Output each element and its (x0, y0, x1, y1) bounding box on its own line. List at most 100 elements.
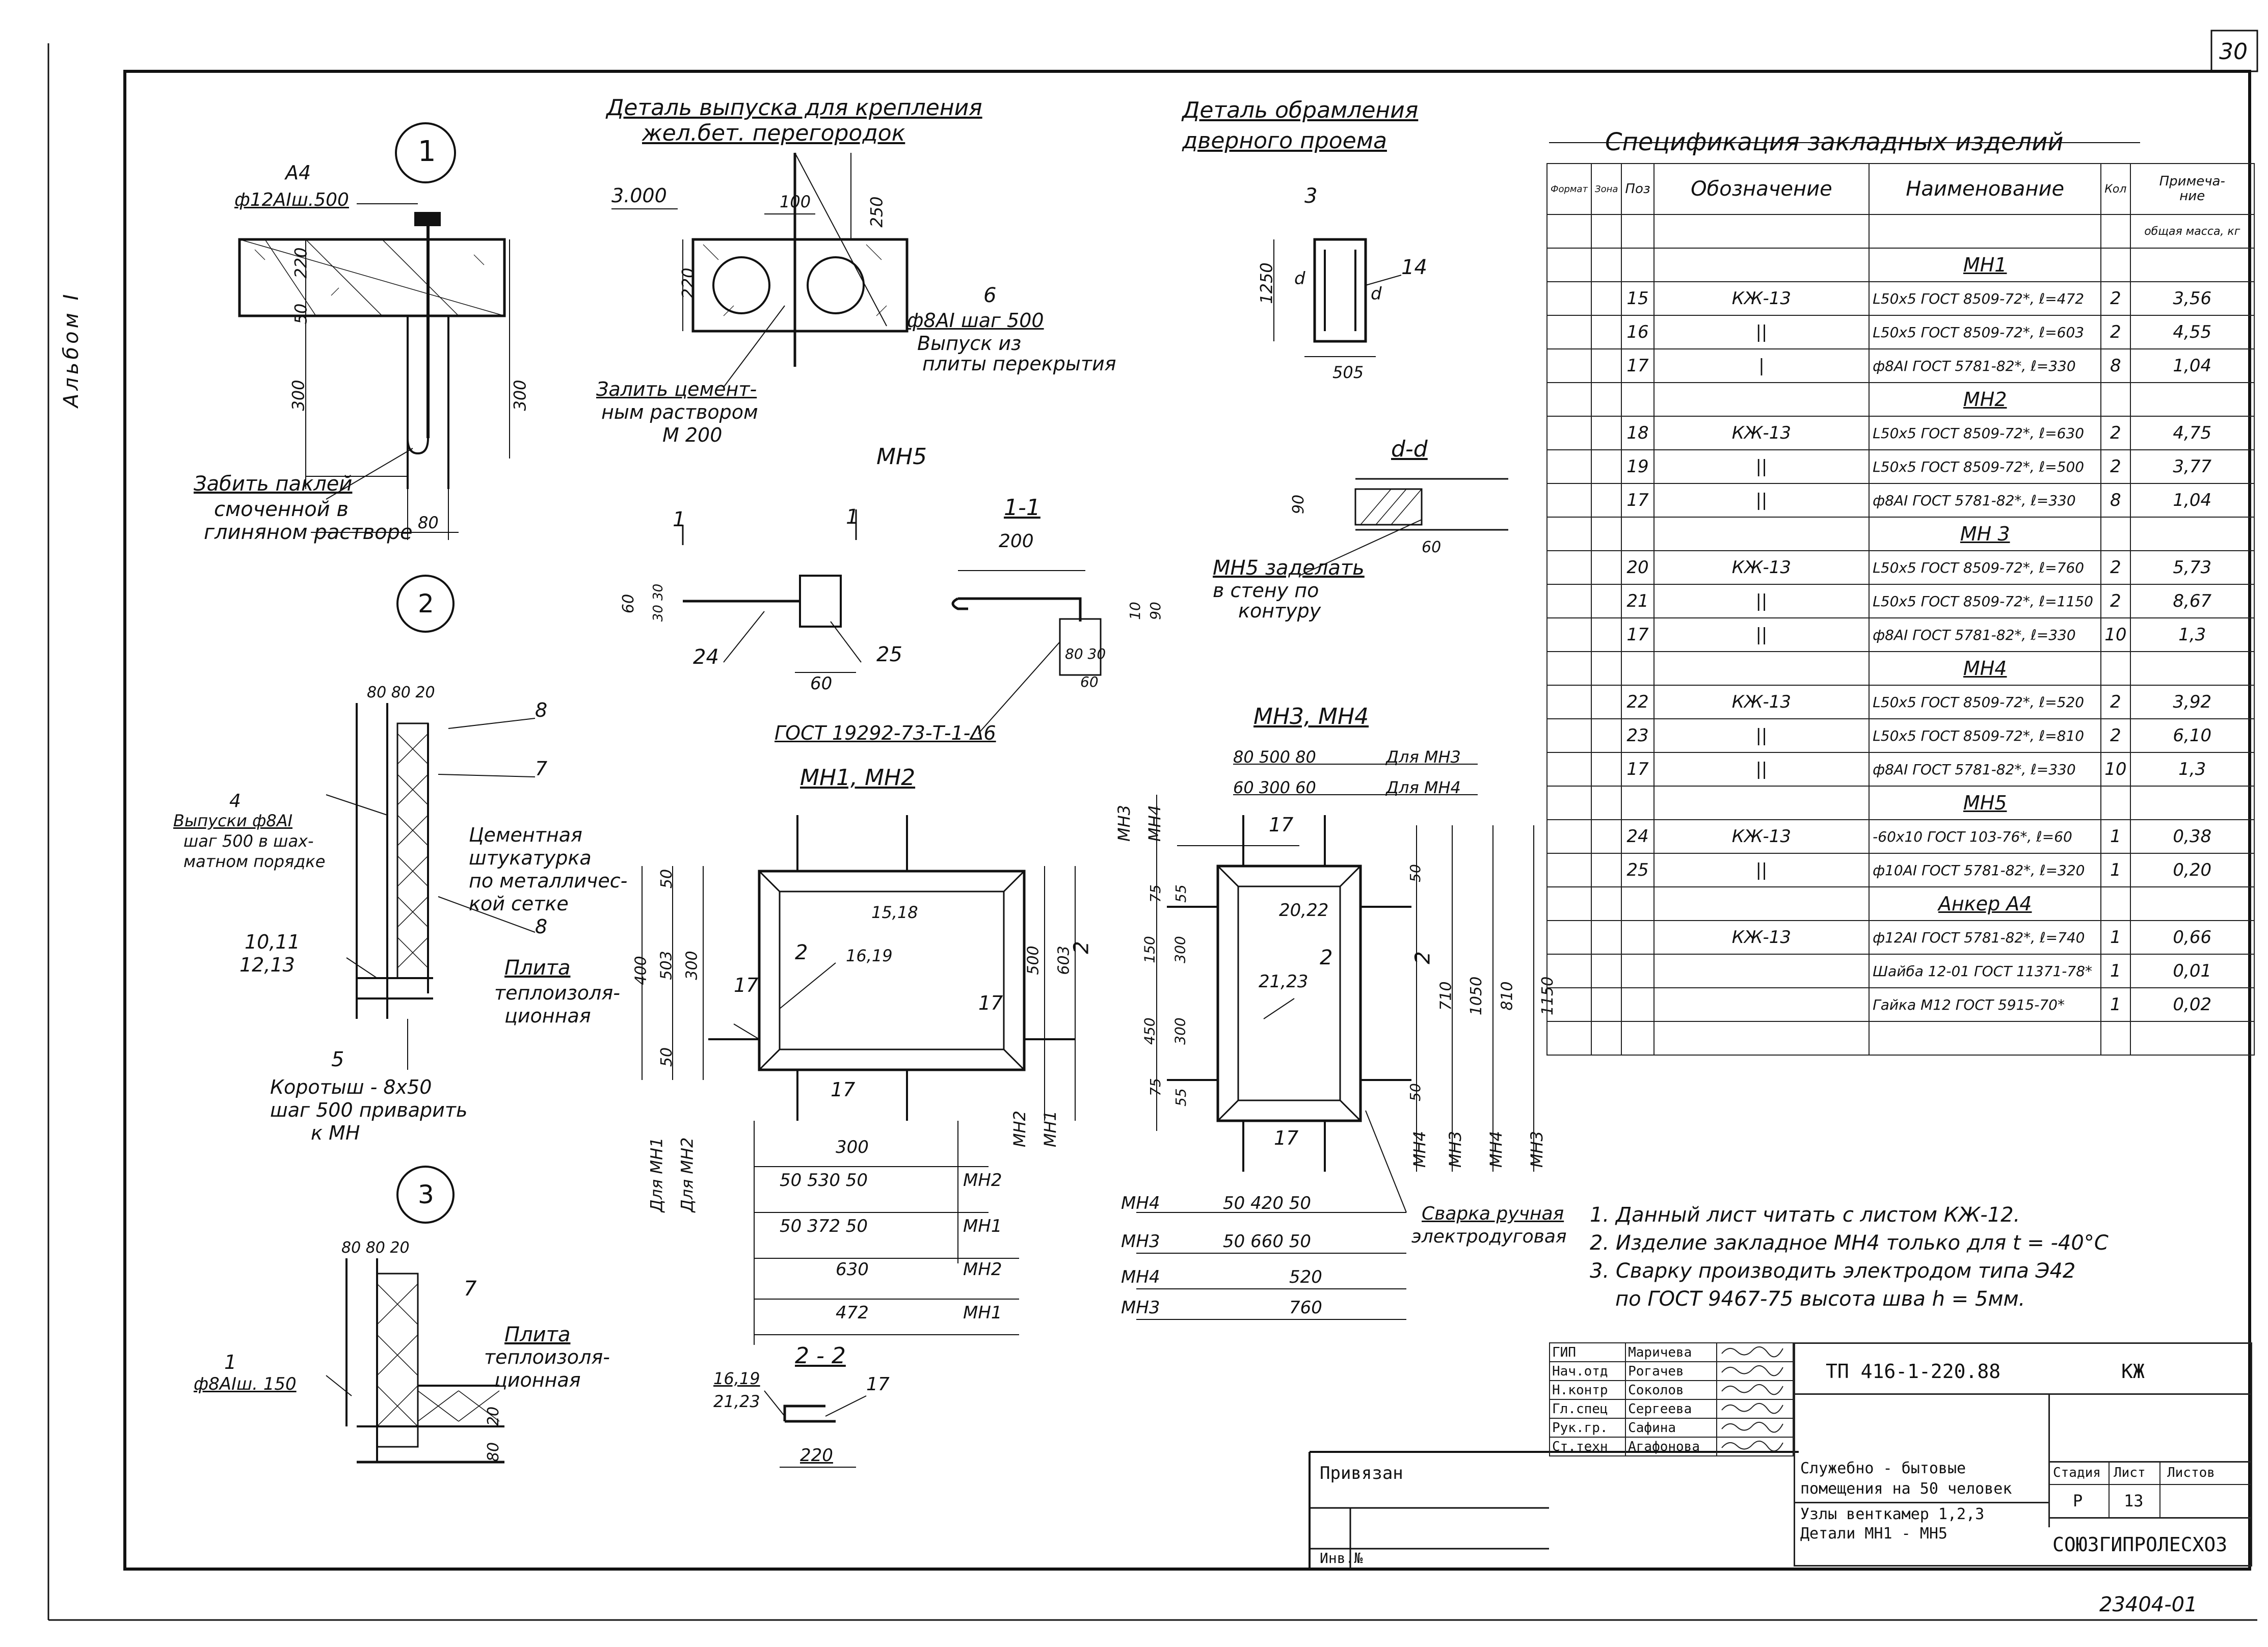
mn34-mark-2b: 2 (1411, 951, 1435, 964)
d2-stub-2: шаг 500 приварить (270, 1099, 468, 1121)
spec-mass: 1,04 (2129, 483, 2255, 518)
d3-dim-80: 80 (485, 1442, 503, 1462)
mn12-left-dim-3: 400 (632, 956, 650, 985)
spec-mass-header-row: общая масса, кг (1546, 214, 2255, 249)
outlet-title-1: Деталь выпуска для крепления (606, 95, 982, 121)
dim-300-right: 300 (510, 380, 530, 411)
d2-outlet-note-1: Выпуски ф8АI (173, 811, 293, 830)
spec-col-note: Примеча-ние (2129, 163, 2255, 215)
signer-role: Нач.отд (1549, 1361, 1626, 1381)
title-block: ТП 416-1-220.88 КЖ Служебно - бытовые по… (1794, 1342, 2252, 1567)
mn12-right-dim-0: 500 (1024, 946, 1043, 975)
spec-col-pos: Поз (1621, 163, 1655, 215)
mn5-title: МН5 (876, 444, 927, 470)
spec-item-name: Гайка М12 ГОСТ 5915-70* (1869, 987, 2102, 1022)
mn34-bottom-0-label: МН4 (1121, 1193, 1160, 1213)
mn34-left-dim-5: 300 (1171, 936, 1189, 963)
spec-pos: 17 (1621, 752, 1655, 787)
spec-qty: 2 (2100, 315, 2131, 349)
signer-name: Маричева (1625, 1342, 1718, 1362)
outlet-dim-250: 250 (867, 196, 887, 228)
mn12-pos-17a: 17 (734, 974, 759, 996)
s11-dim-200: 200 (999, 531, 1034, 552)
d2-leader-5: 5 (331, 1048, 344, 1071)
mn12-left-dim-0: 50 (658, 869, 676, 889)
spec-item-name: L50х5 ГОСТ 8509-72*, ℓ=500 (1869, 449, 2102, 484)
mn34-left-dim-2: 450 (1141, 1017, 1158, 1045)
mn12-left-dim-4: 503 (657, 951, 676, 980)
mn34-frame-outer (1216, 865, 1362, 1122)
album-label: Альбом I (60, 291, 83, 408)
spec-pos: 21 (1621, 584, 1655, 618)
spec-mass: 0,38 (2129, 819, 2255, 854)
signer-name: Рогачев (1625, 1361, 1718, 1381)
weld-note-1: Сварка ручная (1422, 1203, 1564, 1224)
project-name-2: помещения на 50 человек (1800, 1480, 2012, 1498)
spec-item-name: L50х5 ГОСТ 8509-72*, ℓ=810 (1869, 718, 2102, 753)
spec-pos: 17 (1621, 617, 1655, 652)
signer-role: Гл.спец (1549, 1399, 1626, 1419)
mn34-left-dim-1: 150 (1141, 936, 1158, 963)
signature (1716, 1437, 1794, 1456)
dd-dim-90: 90 (1290, 494, 1308, 515)
spec-group-row: Анкер А4 (1546, 886, 2255, 921)
dd-dim-60: 60 (1422, 538, 1442, 556)
spec-pos: 19 (1621, 449, 1655, 484)
mn34-right-label-3: МН3 (1527, 1130, 1547, 1168)
signature (1716, 1380, 1794, 1400)
spec-qty: 8 (2100, 483, 2131, 518)
mn5-mark-1a: 1 (673, 508, 686, 531)
spec-qty: 8 (2100, 348, 2131, 383)
door-leader-3: 3 (1304, 184, 1318, 208)
spec-item-name: ф10АI ГОСТ 5781-82*, ℓ=320 (1869, 853, 2102, 887)
mn34-bottom-3-label: МН3 (1121, 1298, 1160, 1318)
spec-qty: 2 (2100, 550, 2131, 585)
spec-designation (1653, 954, 1870, 988)
spec-group-name: МН 3 (1869, 517, 2102, 551)
d2-plaster-4: кой сетке (469, 893, 569, 915)
detail-3-number: 3 (418, 1180, 434, 1209)
spec-group-name: Анкер А4 (1869, 886, 2102, 921)
mn34-top-0-value: 80 500 80 (1233, 747, 1316, 767)
mn34-right-dim-0: 50 (1406, 864, 1424, 882)
d2-plaster-3: по металличес- (469, 870, 628, 892)
mn5-dim-3030: 30 30 (651, 583, 666, 622)
spec-pos: 23 (1621, 718, 1655, 753)
spec-group-name: МН4 (1869, 651, 2102, 686)
spec-item-name: L50х5 ГОСТ 8509-72*, ℓ=630 (1869, 416, 2102, 450)
mn12-for-mn2: Для МН2 (677, 1137, 697, 1212)
dim-220: 220 (291, 247, 311, 279)
spec-table: Формат Зона Поз Обозначение Наименование… (1546, 163, 2255, 1056)
page-number: 30 (2219, 39, 2248, 65)
detail-2-number: 2 (418, 589, 434, 618)
mn34-right-dim-4: 810 (1498, 981, 1516, 1011)
spec-group-row: МН 3 (1546, 517, 2255, 551)
d3-plate-3: ционная (494, 1369, 581, 1391)
mn34-left-dim-0: 75 (1146, 884, 1164, 903)
spec-designation: КЖ-13 (1653, 685, 1870, 719)
spec-title: Спецификация закладных изделий (1605, 128, 2064, 156)
spec-group-row: МН2 (1546, 382, 2255, 417)
spec-designation: | (1653, 348, 1870, 383)
mn12-title: МН1, МН2 (800, 765, 916, 791)
spec-mass: 6,10 (2129, 718, 2255, 753)
mn12-bottom-1-label: МН2 (963, 1170, 1002, 1191)
sheets-label: Листов (2167, 1465, 2215, 1480)
mn34-pos-17b: 17 (1274, 1127, 1299, 1149)
mn34-bottom-0-value: 50 420 50 (1223, 1193, 1312, 1213)
spec-item-name: -60х10 ГОСТ 103-76*, ℓ=60 (1869, 819, 2102, 854)
section-11-title: 1-1 (1004, 495, 1040, 521)
spec-item-name: L50х5 ГОСТ 8509-72*, ℓ=472 (1869, 281, 2102, 316)
spec-pos: 17 (1621, 348, 1655, 383)
spec-pos (1621, 987, 1655, 1022)
d3-leader-7: 7 (464, 1277, 477, 1301)
